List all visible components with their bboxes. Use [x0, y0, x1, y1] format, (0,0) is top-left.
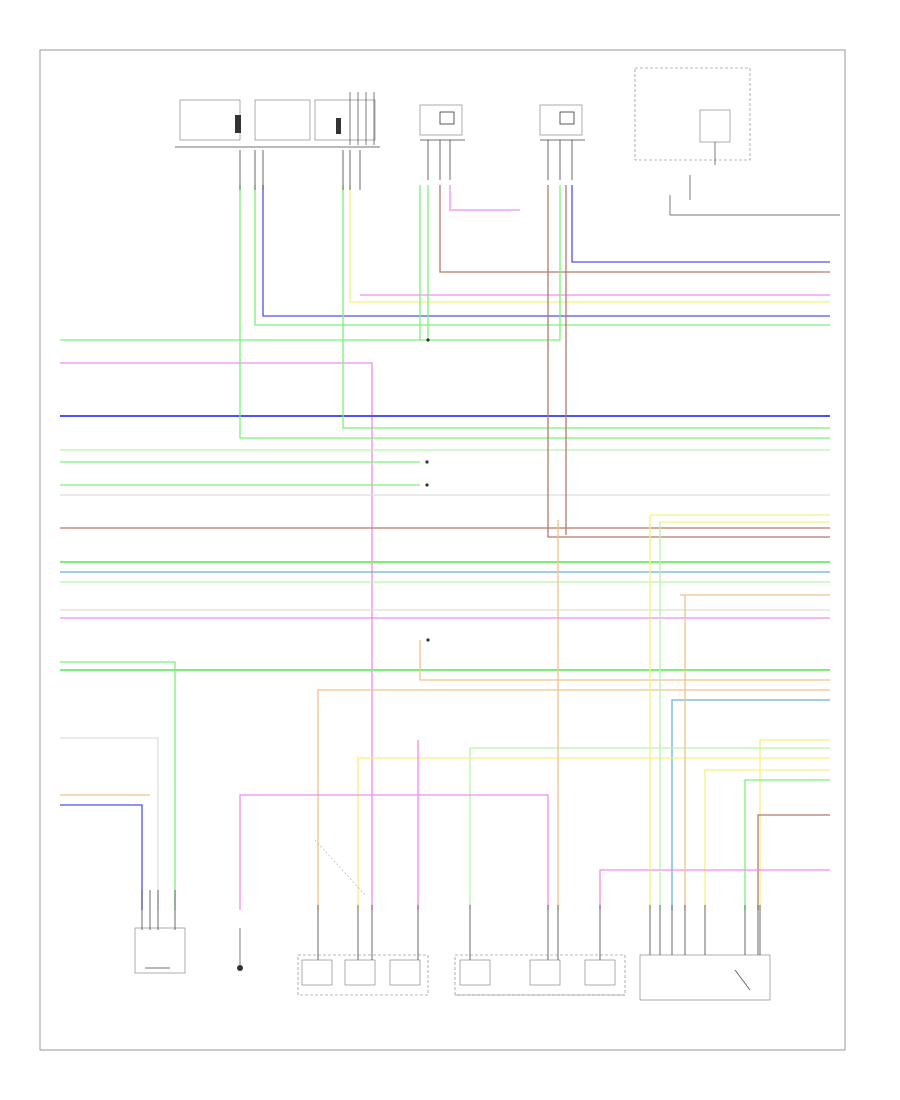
leader-line: [314, 839, 366, 896]
component-bottom-left-sensor: [134, 927, 186, 974]
relay-box-top-right: [634, 67, 840, 216]
position-sensor-1: [419, 104, 465, 141]
bus-wires: [60, 185, 830, 910]
component-ground-point: [237, 928, 243, 971]
injector-group-left: [297, 954, 429, 996]
connector-pins: [141, 140, 761, 960]
diagram-border: [39, 49, 846, 1051]
splice-dots: [425, 338, 430, 642]
switch-assembly-top-left: [175, 92, 380, 148]
position-sensor-2: [539, 104, 585, 141]
